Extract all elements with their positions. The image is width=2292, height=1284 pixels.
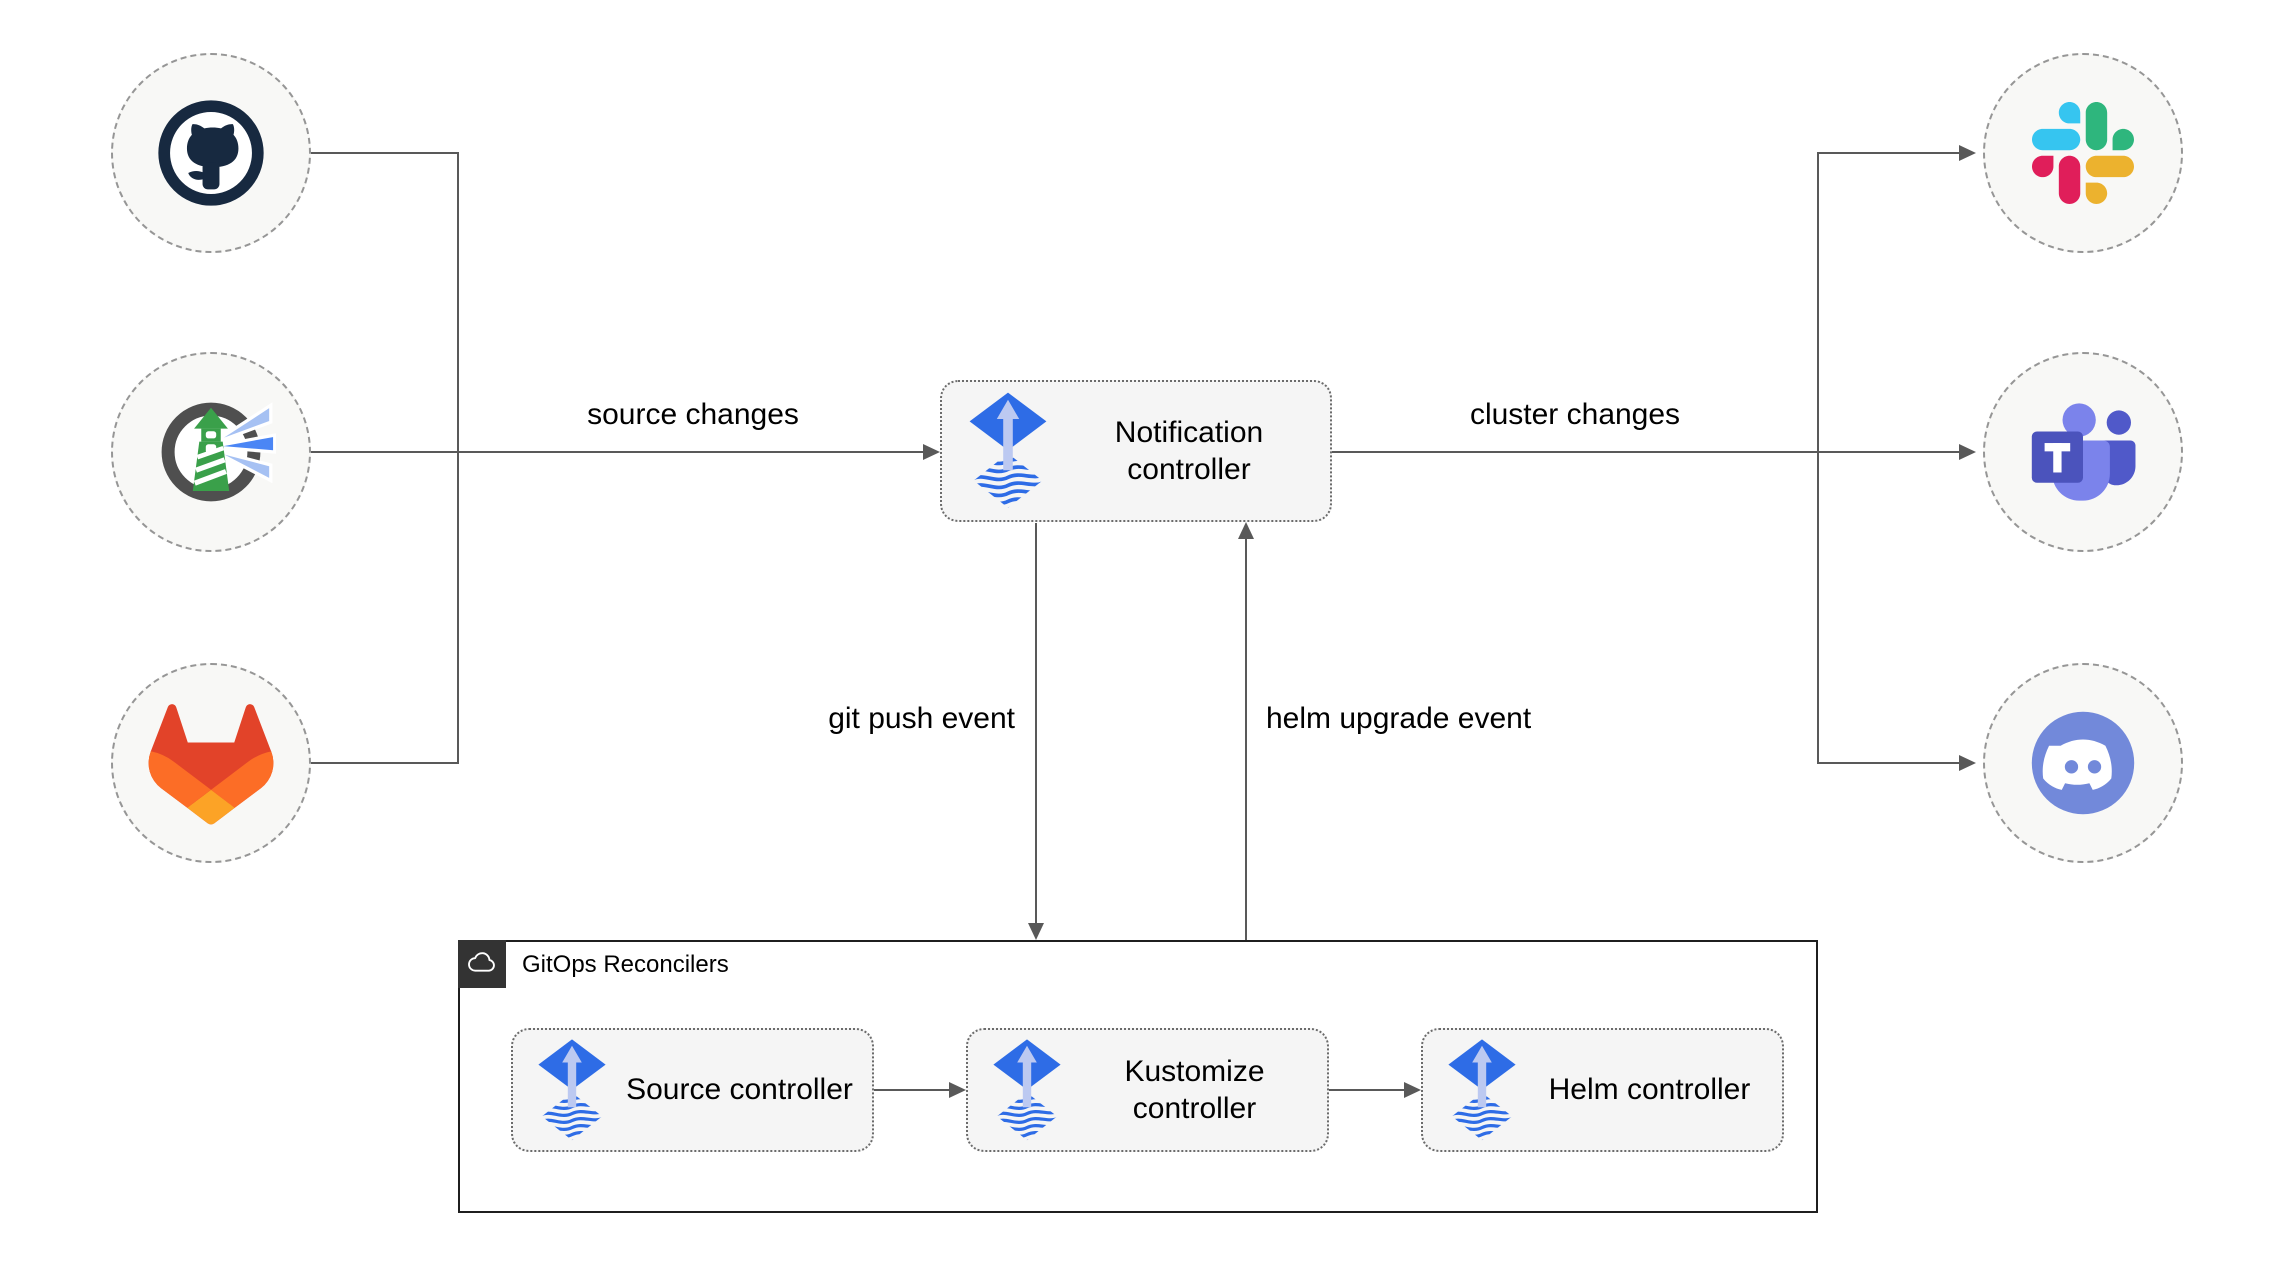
edge-kustomize-to-helm-line xyxy=(1329,1089,1404,1091)
discord-icon xyxy=(2031,711,2135,815)
kustomize-controller-label: Kustomize controller xyxy=(1124,1054,1265,1126)
container-header-tab xyxy=(458,940,506,988)
edge-right-bus-line xyxy=(1817,152,1819,764)
edge-label-cluster-changes: cluster changes xyxy=(1469,398,1681,431)
node-discord xyxy=(1983,663,2183,863)
edge-kustomize-to-helm-arrowhead xyxy=(1404,1082,1421,1098)
kustomize-controller-node: Kustomize controller xyxy=(966,1028,1329,1152)
harbor-icon xyxy=(161,402,276,502)
teams-icon xyxy=(2031,403,2136,501)
edge-label-helm-upgrade-event: helm upgrade event xyxy=(1266,702,1532,735)
edge-slack-line xyxy=(1818,152,1961,154)
edge-helm-upgrade-line xyxy=(1245,537,1247,940)
helm-controller-label: Helm controller xyxy=(1548,1073,1751,1107)
edge-cluster-changes-line xyxy=(1332,451,1961,453)
node-harbor xyxy=(111,352,311,552)
source-controller-node: Source controller xyxy=(511,1028,874,1152)
flux-icon xyxy=(1447,1038,1517,1143)
edge-source-to-kustomize-line xyxy=(874,1089,949,1091)
edge-git-push-line xyxy=(1035,523,1037,925)
notification-controller-node: Notification controller xyxy=(940,380,1332,522)
edge-left-bus-line xyxy=(457,152,459,764)
edge-teams-arrowhead xyxy=(1959,444,1976,460)
node-slack xyxy=(1983,53,2183,253)
edge-label-git-push-event: git push event xyxy=(828,702,1015,735)
edge-source-changes-line xyxy=(311,451,925,453)
slack-icon xyxy=(2032,102,2134,204)
edge-discord-line xyxy=(1818,762,1961,764)
edge-source-to-kustomize-arrowhead xyxy=(949,1082,966,1098)
edge-github-line xyxy=(311,152,459,154)
flux-icon xyxy=(992,1038,1062,1143)
notification-controller-label: Notification controller xyxy=(1114,415,1264,487)
flux-icon xyxy=(968,391,1048,511)
cloud-icon xyxy=(468,952,495,972)
edge-git-push-arrowhead xyxy=(1028,923,1044,940)
edge-slack-arrowhead xyxy=(1959,145,1976,161)
edge-discord-arrowhead xyxy=(1959,755,1976,771)
node-github xyxy=(111,53,311,253)
edge-source-changes-arrowhead xyxy=(923,444,940,460)
edge-label-source-changes: source changes xyxy=(587,398,799,431)
source-controller-label: Source controller xyxy=(626,1073,853,1107)
node-gitlab xyxy=(111,663,311,863)
flux-icon xyxy=(537,1038,607,1143)
gitlab-icon xyxy=(148,704,274,825)
edge-gitlab-line xyxy=(311,762,459,764)
edge-helm-upgrade-arrowhead xyxy=(1238,522,1254,539)
helm-controller-node: Helm controller xyxy=(1421,1028,1784,1152)
gitops-reconcilers-container: GitOps Reconcilers Source controller Kus… xyxy=(458,940,1818,1213)
container-title: GitOps Reconcilers xyxy=(522,951,729,978)
github-icon xyxy=(158,100,264,206)
node-teams xyxy=(1983,352,2183,552)
